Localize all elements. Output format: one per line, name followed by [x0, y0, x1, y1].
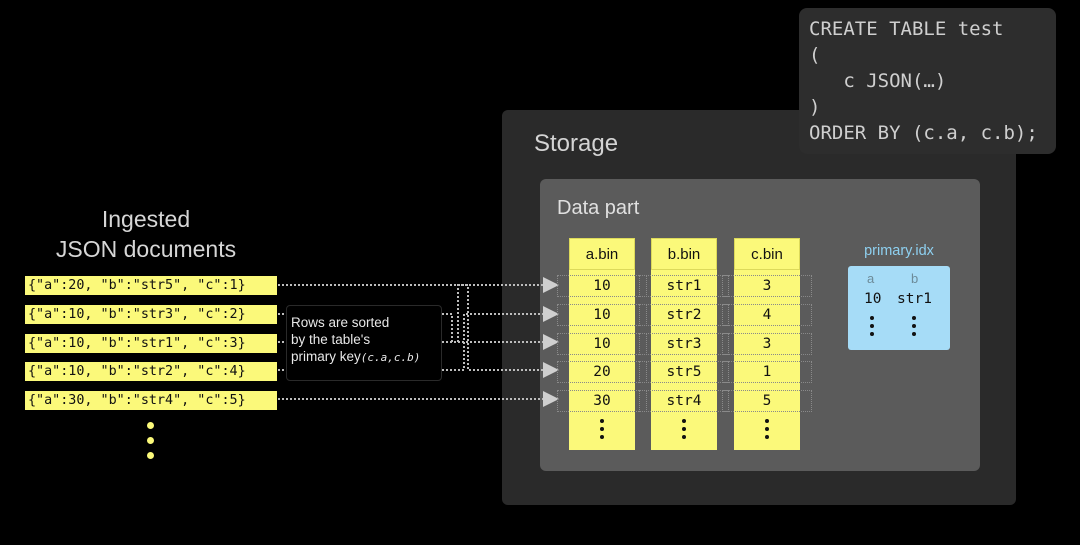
cell-outline: [722, 390, 812, 412]
sort-note-key: (c.a,c.b): [360, 351, 421, 364]
primary-idx-val-b: str1: [897, 291, 932, 307]
column-more-dots-icon: [734, 419, 800, 443]
cell-outline: [722, 361, 812, 383]
column-cell: str3: [666, 336, 702, 352]
column-cell: 10: [593, 278, 611, 294]
cell-outline: [557, 333, 647, 355]
ingested-json-title: Ingested JSON documents: [40, 204, 252, 264]
sort-note-line: Rows are sorted: [291, 315, 390, 330]
cell-outline: [722, 275, 812, 297]
cell-outline: [639, 361, 729, 383]
primary-idx-box: [848, 266, 950, 350]
json-document: {"a":20, "b":"str5", "c":1}: [25, 276, 277, 295]
json-document: {"a":10, "b":"str2", "c":4}: [25, 362, 277, 381]
json-document: {"a":10, "b":"str1", "c":3}: [25, 334, 277, 353]
cell-outline: [557, 390, 647, 412]
sql-line: ORDER BY (c.a, c.b);: [809, 122, 1038, 144]
storage-label: Storage: [534, 130, 619, 157]
column-more-dots-icon: [569, 419, 635, 443]
json-document: {"a":30, "b":"str4", "c":5}: [25, 391, 277, 410]
cell-outline: [639, 333, 729, 355]
cell-outline: [639, 275, 729, 297]
sql-line: ): [809, 96, 821, 118]
column-cell: 1: [762, 364, 772, 380]
cell-outline: [722, 333, 812, 355]
column-cell: 10: [593, 307, 611, 323]
column-cell: 3: [762, 336, 772, 352]
create-table-sql: CREATE TABLE test ( c JSON(…)) ORDER BY (c…: [799, 8, 1056, 154]
cell-outline: [639, 390, 729, 412]
ingested-title-line: JSON documents: [55, 236, 237, 262]
json-document: {"a":10, "b":"str3", "c":2}: [25, 305, 277, 324]
data-part-label: Data part: [557, 197, 640, 219]
cell-outline: [557, 304, 647, 326]
column-header: a.bin: [569, 238, 635, 270]
primary-idx-val-a: 10: [864, 291, 882, 307]
column-cell: str5: [666, 364, 702, 380]
column-cell: str4: [666, 393, 702, 409]
primary-idx-head-a: a: [867, 271, 875, 286]
sort-note: Rows are sorted by the table's primary k…: [286, 305, 442, 381]
sort-note-text: primary key: [291, 349, 361, 364]
cell-outline: [557, 361, 647, 383]
cell-outline: [557, 275, 647, 297]
sort-note-line: by the table's: [291, 332, 371, 347]
cell-outline: [639, 304, 729, 326]
more-documents-dots-icon: [147, 422, 154, 467]
column-cell: str1: [666, 278, 702, 294]
column-cell: 30: [593, 393, 611, 409]
sql-line: CREATE TABLE test: [809, 18, 1004, 40]
column-cell: 4: [762, 307, 772, 323]
column-cell: 10: [593, 336, 611, 352]
primary-idx-head-b: b: [911, 271, 919, 286]
column-cell: 20: [593, 364, 611, 380]
column-cell: 5: [762, 393, 772, 409]
sort-note-line-key: primary key(c.a,c.b): [291, 348, 437, 366]
column-more-dots-icon: [651, 419, 717, 443]
column-cell: 3: [762, 278, 772, 294]
ingested-title-line: Ingested: [101, 206, 191, 232]
column-header: c.bin: [734, 238, 800, 270]
cell-outline: [722, 304, 812, 326]
column-header: b.bin: [651, 238, 717, 270]
primary-idx-dots-icon: [870, 316, 874, 340]
sql-line: c JSON(…): [809, 70, 947, 92]
column-cell: str2: [666, 307, 702, 323]
primary-idx-dots-icon: [912, 316, 916, 340]
primary-idx-label: primary.idx: [864, 243, 934, 259]
sql-line: (: [809, 44, 821, 66]
